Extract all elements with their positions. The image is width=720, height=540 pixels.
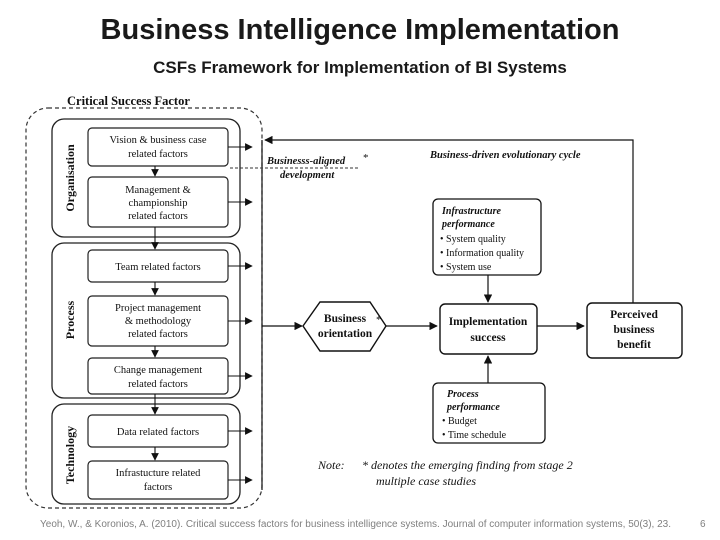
management-factor-line1: Management & <box>125 185 191 196</box>
csf-container-label: Critical Success Factor <box>67 94 190 108</box>
infrastructure-item-3: • System use <box>440 262 492 273</box>
project-factor-line1: Project management <box>115 303 201 314</box>
implementation-success-line1: Implementation <box>449 316 528 328</box>
business-orientation-line1: Business <box>324 313 367 325</box>
note-label: Note: <box>317 458 345 472</box>
process-performance-title1: Process <box>447 389 479 400</box>
infra-factor-line1: Infrastucture related <box>116 468 202 479</box>
slide-title: Business Intelligence Implementation <box>100 14 620 46</box>
vision-factor-line2: related factors <box>128 149 188 160</box>
perceived-benefit-box <box>586 302 683 359</box>
business-orientation-line2: orientation <box>318 328 373 340</box>
organisation-label: Organisation <box>63 144 77 212</box>
business-aligned-label-line1: Businesss-aligned <box>266 156 346 167</box>
note-line2: multiple case studies <box>376 474 476 488</box>
infrastructure-performance-title1: Infrastructure <box>441 206 501 217</box>
implementation-success-box <box>439 303 538 355</box>
organisation-group <box>51 118 241 238</box>
business-aligned-label-line2: development <box>280 170 335 181</box>
process-performance-title2: performance <box>446 402 500 413</box>
evolutionary-cycle-loop <box>264 135 634 303</box>
infrastructure-item-1: • System quality <box>440 234 506 245</box>
infrastructure-performance-title2: performance <box>441 219 495 230</box>
business-aligned-asterisk: * <box>363 152 369 164</box>
technology-label: Technology <box>63 426 77 484</box>
vision-factor-box <box>87 127 229 167</box>
slide-subtitle: CSFs Framework for Implementation of BI … <box>153 58 567 77</box>
perceived-benefit-line1: Perceived <box>610 309 658 321</box>
project-factor-line3: related factors <box>128 329 188 340</box>
infra-factor-line2: factors <box>144 482 173 493</box>
team-factor-line1: Team related factors <box>115 262 201 273</box>
evolutionary-cycle-label: Business-driven evolutionary cycle <box>429 150 581 161</box>
business-orientation-hexagon <box>302 301 387 352</box>
management-factor-line2: championship <box>129 198 188 209</box>
process-item-2: • Time schedule <box>442 430 507 441</box>
change-factor-line1: Change management <box>114 365 202 376</box>
data-factor-line1: Data related factors <box>117 427 199 438</box>
infrastructure-item-2: • Information quality <box>440 248 524 259</box>
implementation-success-line2: success <box>470 332 506 344</box>
change-factor-line2: related factors <box>128 379 188 390</box>
citation: Yeoh, W., & Koronios, A. (2010). Critica… <box>40 519 672 530</box>
vision-factor-line1: Vision & business case <box>109 135 206 146</box>
project-factor-line2: & methodology <box>125 316 192 327</box>
business-orientation-asterisk: * <box>376 314 382 326</box>
process-label: Process <box>63 300 77 339</box>
perceived-benefit-line3: benefit <box>617 339 651 351</box>
process-performance-box <box>432 382 546 444</box>
note-line1: * denotes the emerging finding from stag… <box>362 458 573 472</box>
process-item-1: • Budget <box>442 416 477 427</box>
perceived-benefit-line2: business <box>614 324 655 336</box>
infrastructure-performance-box <box>432 198 542 276</box>
factor-out-arrows <box>228 143 253 484</box>
page-number: 6 <box>700 519 706 530</box>
infra-factor-box <box>87 460 229 500</box>
technology-group <box>51 403 241 505</box>
management-factor-line3: related factors <box>128 211 188 222</box>
